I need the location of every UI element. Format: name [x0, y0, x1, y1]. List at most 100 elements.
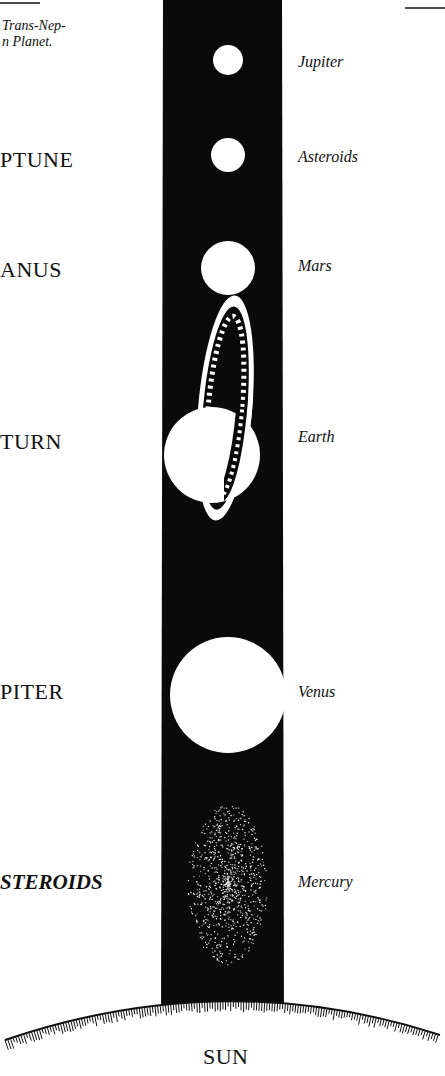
stipple-dot: [228, 902, 229, 903]
stipple-dot: [237, 932, 238, 933]
stipple-dot: [230, 858, 231, 859]
stipple-dot: [239, 881, 240, 882]
stipple-dot: [203, 921, 204, 922]
stipple-dot: [233, 820, 234, 821]
stipple-dot: [247, 841, 248, 842]
corona-tick: [108, 1013, 110, 1023]
stipple-dot: [246, 870, 247, 871]
stipple-dot: [225, 821, 226, 822]
corona-tick: [313, 1007, 315, 1013]
corona-tick: [305, 1006, 307, 1014]
stipple-dot: [219, 825, 220, 826]
stipple-dot: [227, 844, 228, 845]
stipple-dot: [251, 847, 252, 848]
stipple-dot: [260, 863, 261, 864]
stipple-dot: [224, 861, 225, 862]
stipple-dot: [216, 845, 217, 846]
stipple-dot: [238, 812, 239, 813]
corona-tick: [284, 1004, 286, 1013]
stipple-dot: [214, 942, 215, 943]
stipple-dot: [196, 920, 197, 921]
stipple-dot: [221, 890, 222, 891]
corona-tick: [47, 1027, 49, 1035]
stipple-dot: [210, 934, 211, 935]
stipple-dot: [216, 888, 217, 889]
stipple-dot: [216, 903, 217, 904]
stipple-dot: [243, 886, 244, 887]
corona-tick: [168, 1004, 170, 1012]
stipple-dot: [233, 814, 234, 815]
corona-tick: [81, 1018, 83, 1026]
corona-tick: [118, 1011, 120, 1017]
stipple-dot: [201, 932, 202, 933]
corona-tick: [66, 1022, 68, 1031]
stipple-dot: [221, 867, 222, 868]
stipple-dot: [227, 936, 228, 937]
stipple-dot: [241, 873, 242, 874]
stipple-dot: [231, 925, 232, 926]
stipple-dot: [192, 913, 193, 914]
stipple-dot: [223, 881, 224, 882]
stipple-dot: [248, 831, 249, 832]
stipple-dot: [200, 856, 201, 857]
stipple-dot: [199, 885, 200, 886]
stipple-dot: [210, 837, 211, 838]
stipple-dot: [197, 896, 198, 897]
corona-tick: [230, 1001, 231, 1011]
corona-tick: [162, 1005, 164, 1012]
corona-tick: [354, 1013, 355, 1020]
stipple-dot: [264, 868, 265, 869]
stipple-dot: [244, 937, 245, 938]
stipple-dot: [222, 904, 223, 905]
stipple-dot: [196, 881, 197, 882]
stipple-dot: [250, 866, 251, 867]
corona-tick: [222, 1001, 223, 1009]
stipple-dot: [237, 958, 238, 959]
stipple-dot: [219, 839, 220, 840]
stipple-dot: [221, 945, 222, 946]
stipple-dot: [224, 891, 225, 892]
stipple-dot: [220, 807, 221, 808]
stipple-dot: [230, 899, 231, 900]
corona-tick: [126, 1010, 127, 1017]
stipple-dot: [221, 819, 222, 820]
stipple-dot: [218, 960, 219, 961]
stipple-dot: [231, 877, 232, 878]
stipple-dot: [233, 832, 234, 833]
corona-tick: [207, 1002, 208, 1012]
stipple-dot: [228, 885, 229, 886]
stipple-dot: [214, 854, 215, 855]
stipple-dot: [216, 878, 217, 879]
corona-tick: [282, 1003, 283, 1009]
stipple-dot: [192, 855, 193, 856]
stipple-dot: [208, 870, 209, 871]
stipple-dot: [224, 870, 225, 871]
stipple-dot: [216, 842, 217, 843]
stipple-dot: [250, 867, 251, 868]
stipple-dot: [224, 866, 225, 867]
stipple-dot: [219, 924, 220, 925]
corona-tick: [102, 1014, 104, 1024]
stipple-dot: [255, 840, 256, 841]
stipple-dot: [247, 924, 248, 925]
stipple-dot: [214, 956, 215, 957]
corona-tick: [110, 1012, 112, 1023]
stipple-dot: [234, 856, 235, 857]
corona-tick: [302, 1005, 304, 1013]
stipple-dot: [253, 905, 254, 906]
corona-tick: [89, 1017, 90, 1022]
stipple-dot: [252, 894, 253, 895]
stipple-dot: [228, 883, 229, 884]
stipple-dot: [204, 852, 205, 853]
corona-tick: [344, 1011, 345, 1018]
stipple-dot: [238, 879, 239, 880]
stipple-dot: [247, 915, 248, 916]
stipple-dot: [203, 946, 204, 947]
corona-tick: [233, 1001, 234, 1007]
stipple-dot: [249, 847, 250, 848]
stipple-dot: [235, 868, 236, 869]
stipple-dot: [235, 807, 236, 808]
stipple-dot: [201, 925, 202, 926]
stipple-dot: [216, 811, 217, 812]
stipple-dot: [240, 818, 241, 819]
